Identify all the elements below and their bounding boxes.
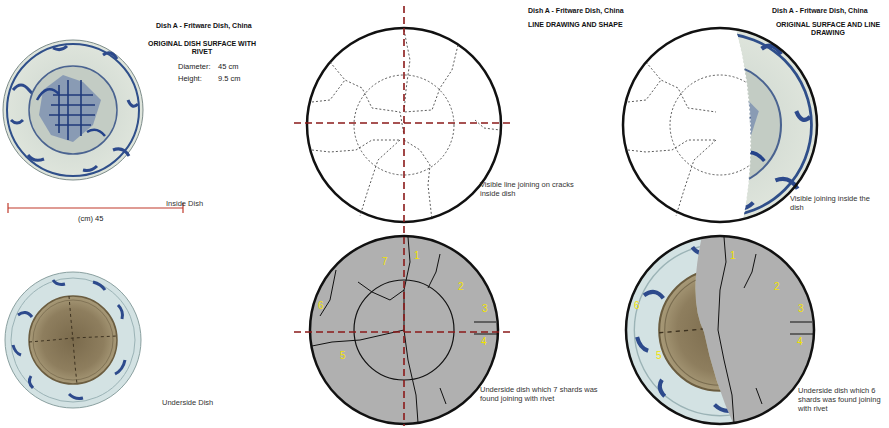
shard-number: 3 [798, 303, 804, 315]
dimension-label: Height: [178, 74, 202, 83]
drawing-caption: Underside dish which 7 shards was found … [480, 385, 598, 403]
photo-caption: Inside Dish [166, 199, 203, 208]
photo-caption: Underside Dish [162, 398, 213, 407]
shard-number: 5 [656, 350, 662, 362]
shard-number: 5 [340, 350, 346, 362]
panel-title: Dish A - Fritware Dish, China [528, 7, 624, 15]
drawing-caption: Visible line joining on cracks inside di… [480, 180, 592, 198]
dimension-label: Diameter: [178, 62, 211, 71]
shard-number: 2 [774, 281, 780, 293]
dimension-value: 9.5 cm [218, 74, 241, 83]
drawing-caption: Visible joining inside the dish [790, 194, 882, 212]
panel-title: Dish A - Fritware Dish, China [772, 7, 868, 15]
shard-number: 4 [797, 336, 803, 348]
shard-number: 6 [318, 300, 324, 312]
shard-number: 7 [382, 256, 388, 268]
shard-number: 2 [458, 281, 464, 293]
shard-number: 1 [730, 250, 736, 262]
shard-number: 4 [481, 336, 487, 348]
shard-number: 6 [634, 300, 640, 312]
panel-subtitle: LINE DRAWING AND SHAPE [528, 21, 623, 29]
shard-number: 3 [482, 303, 488, 315]
panel-subtitle: ORIGINAL SURFACE AND LINE DRAWING [772, 21, 884, 38]
panel-title: Dish A - Fritware Dish, China [156, 22, 252, 30]
scale-label: (cm) 45 [78, 214, 103, 223]
drawing-caption: Underside dish which 6 shards was found … [798, 386, 884, 413]
shard-number: 1 [414, 250, 420, 262]
panel-subtitle: ORIGINAL DISH SURFACE WITH RIVET [146, 40, 258, 57]
dimension-value: 45 cm [218, 62, 238, 71]
